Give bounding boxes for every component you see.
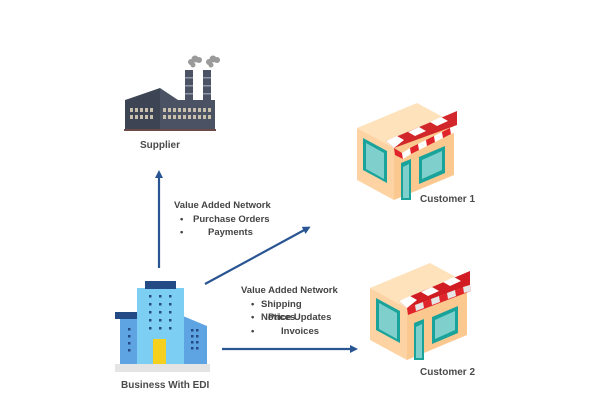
node-label-supplier: Supplier xyxy=(140,140,181,151)
bullet: • xyxy=(251,312,255,323)
node-label-customer1: Customer 1 xyxy=(420,194,476,205)
bullet: • xyxy=(251,298,255,310)
edge-note-item: Invoices xyxy=(281,325,320,337)
bullet: • xyxy=(251,325,255,337)
edge-note-title: Value Added Network xyxy=(174,200,271,211)
bullet: • xyxy=(180,227,184,238)
node-label-business: Business With EDI xyxy=(121,380,210,391)
edge-note-item: Purchase Orders xyxy=(193,213,270,225)
edge-note-supplier: Value Added Network • Purchase Orders • … xyxy=(174,199,271,240)
edge-note-item: Payments xyxy=(208,227,253,238)
bullet: • xyxy=(180,213,184,225)
factory-icon xyxy=(124,55,220,131)
node-label-customer2: Customer 2 xyxy=(420,367,476,378)
store-icon-customer1 xyxy=(357,103,458,200)
edge-note-item: Shipping Notices xyxy=(261,298,302,324)
edge-note-customer2: Value Added Network • Shipping Notices •… xyxy=(241,284,338,338)
awning-icon xyxy=(399,271,471,315)
office-building-icon xyxy=(115,281,210,372)
building-windows xyxy=(128,295,199,352)
edge-note-title: Value Added Network xyxy=(241,285,338,296)
factory-windows xyxy=(130,108,211,119)
awning-icon xyxy=(386,111,458,159)
edge-note-item: Price Updates xyxy=(268,312,332,323)
arrow-business-to-customer1 xyxy=(204,226,311,285)
store-icon-customer2 xyxy=(370,263,471,360)
smoke-icon xyxy=(188,55,220,68)
